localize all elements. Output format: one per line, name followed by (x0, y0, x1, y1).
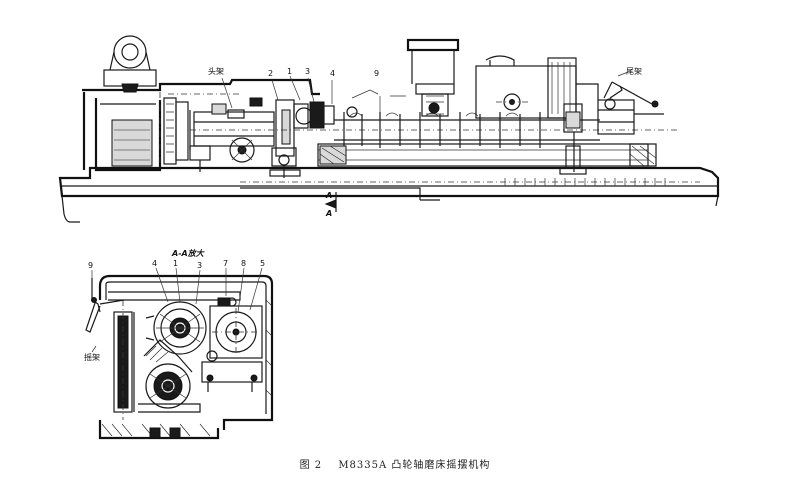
main-view: A A 头架 2 1 3 4 9 尾架 (58, 35, 720, 223)
headstock-leader (221, 77, 233, 109)
section-part-8-label: 8 (241, 259, 246, 268)
section-vertical-slide (113, 300, 135, 420)
swing-tie-bar (269, 143, 657, 177)
section-swing-lever (85, 278, 125, 333)
rocker-assembly-head (271, 75, 335, 178)
section-view-title: A-A放大 (171, 249, 205, 258)
section-part-3-label: 3 (197, 261, 202, 270)
section-lower-roller (143, 339, 193, 409)
headstock-housing (82, 35, 320, 172)
section-leaders (91, 267, 263, 353)
section-part-7-label: 7 (223, 259, 228, 268)
section-part-9-label: 9 (88, 261, 93, 270)
part-2-label: 2 (268, 69, 273, 78)
section-support-block (138, 361, 263, 413)
headstock-label: 头架 (208, 66, 224, 76)
tailstock-label: 尾架 (626, 67, 642, 76)
figure-caption: 图 2 M8335A 凸轮轴磨床摇摆机构 (0, 456, 790, 471)
swing-frame-label: 摇架 (84, 352, 100, 362)
section-marker: A A (324, 191, 337, 218)
part-9-label: 9 (374, 69, 379, 78)
part-4-label: 4 (330, 69, 335, 78)
section-housing (98, 274, 274, 440)
figure-caption-number: 图 2 (299, 460, 323, 471)
piping (159, 92, 406, 170)
wheel-head (406, 38, 460, 117)
section-part-5-label: 5 (260, 259, 265, 268)
section-marker-bottom-label: A (325, 209, 332, 218)
section-part-1-label: 1 (173, 259, 178, 268)
part-3-label: 3 (305, 67, 310, 76)
machine-bed (58, 166, 720, 223)
section-marker-top-label: A (325, 191, 332, 200)
headstock-spindle (189, 97, 275, 172)
drive-motor (475, 55, 599, 119)
part-1-label: 1 (287, 67, 292, 76)
figure-caption-title: M8335A 凸轮轴磨床摇摆机构 (338, 460, 491, 471)
section-top-link (108, 291, 241, 307)
section-eccentric-wheel (206, 305, 263, 362)
section-main-gear (145, 301, 207, 355)
section-view: A-A放大 (84, 249, 274, 440)
tailstock (563, 71, 664, 172)
section-part-4-label: 4 (152, 259, 157, 268)
camshaft (190, 89, 680, 148)
